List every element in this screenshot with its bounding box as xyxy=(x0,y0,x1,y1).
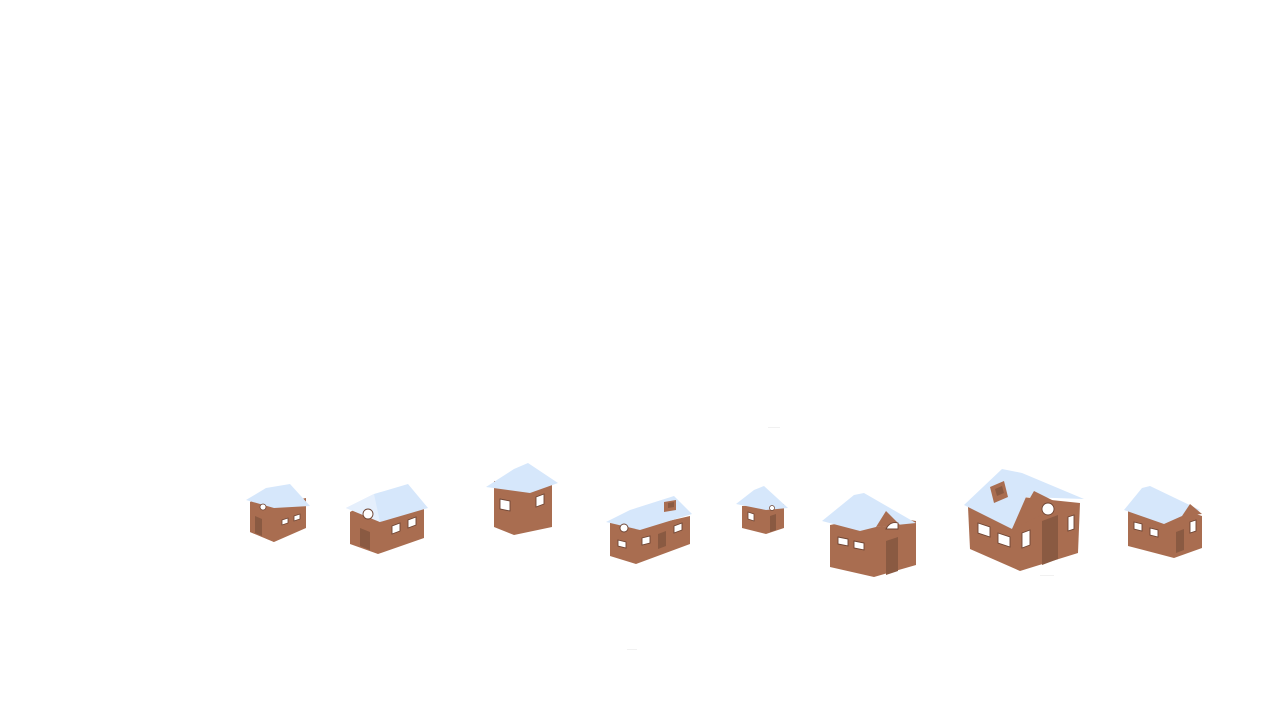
ground-speck xyxy=(768,427,780,428)
cottage-icon xyxy=(1124,486,1202,558)
house-6[interactable] xyxy=(820,491,920,577)
house-1[interactable] xyxy=(246,482,312,544)
house-8[interactable] xyxy=(1124,486,1204,558)
cottage-icon xyxy=(822,493,916,577)
cottage-icon xyxy=(346,484,428,554)
house-5[interactable] xyxy=(736,486,790,536)
cottage-icon xyxy=(246,484,310,542)
cabin-icon xyxy=(486,463,558,535)
house-2[interactable] xyxy=(344,484,430,556)
house-4[interactable] xyxy=(604,494,696,566)
long-house-icon xyxy=(606,496,692,564)
house-3[interactable] xyxy=(486,463,562,535)
house-7[interactable] xyxy=(962,467,1086,575)
ground-speck xyxy=(627,649,637,650)
large-house-icon xyxy=(964,469,1084,571)
ground-speck xyxy=(1040,575,1054,576)
hut-icon xyxy=(736,486,788,534)
